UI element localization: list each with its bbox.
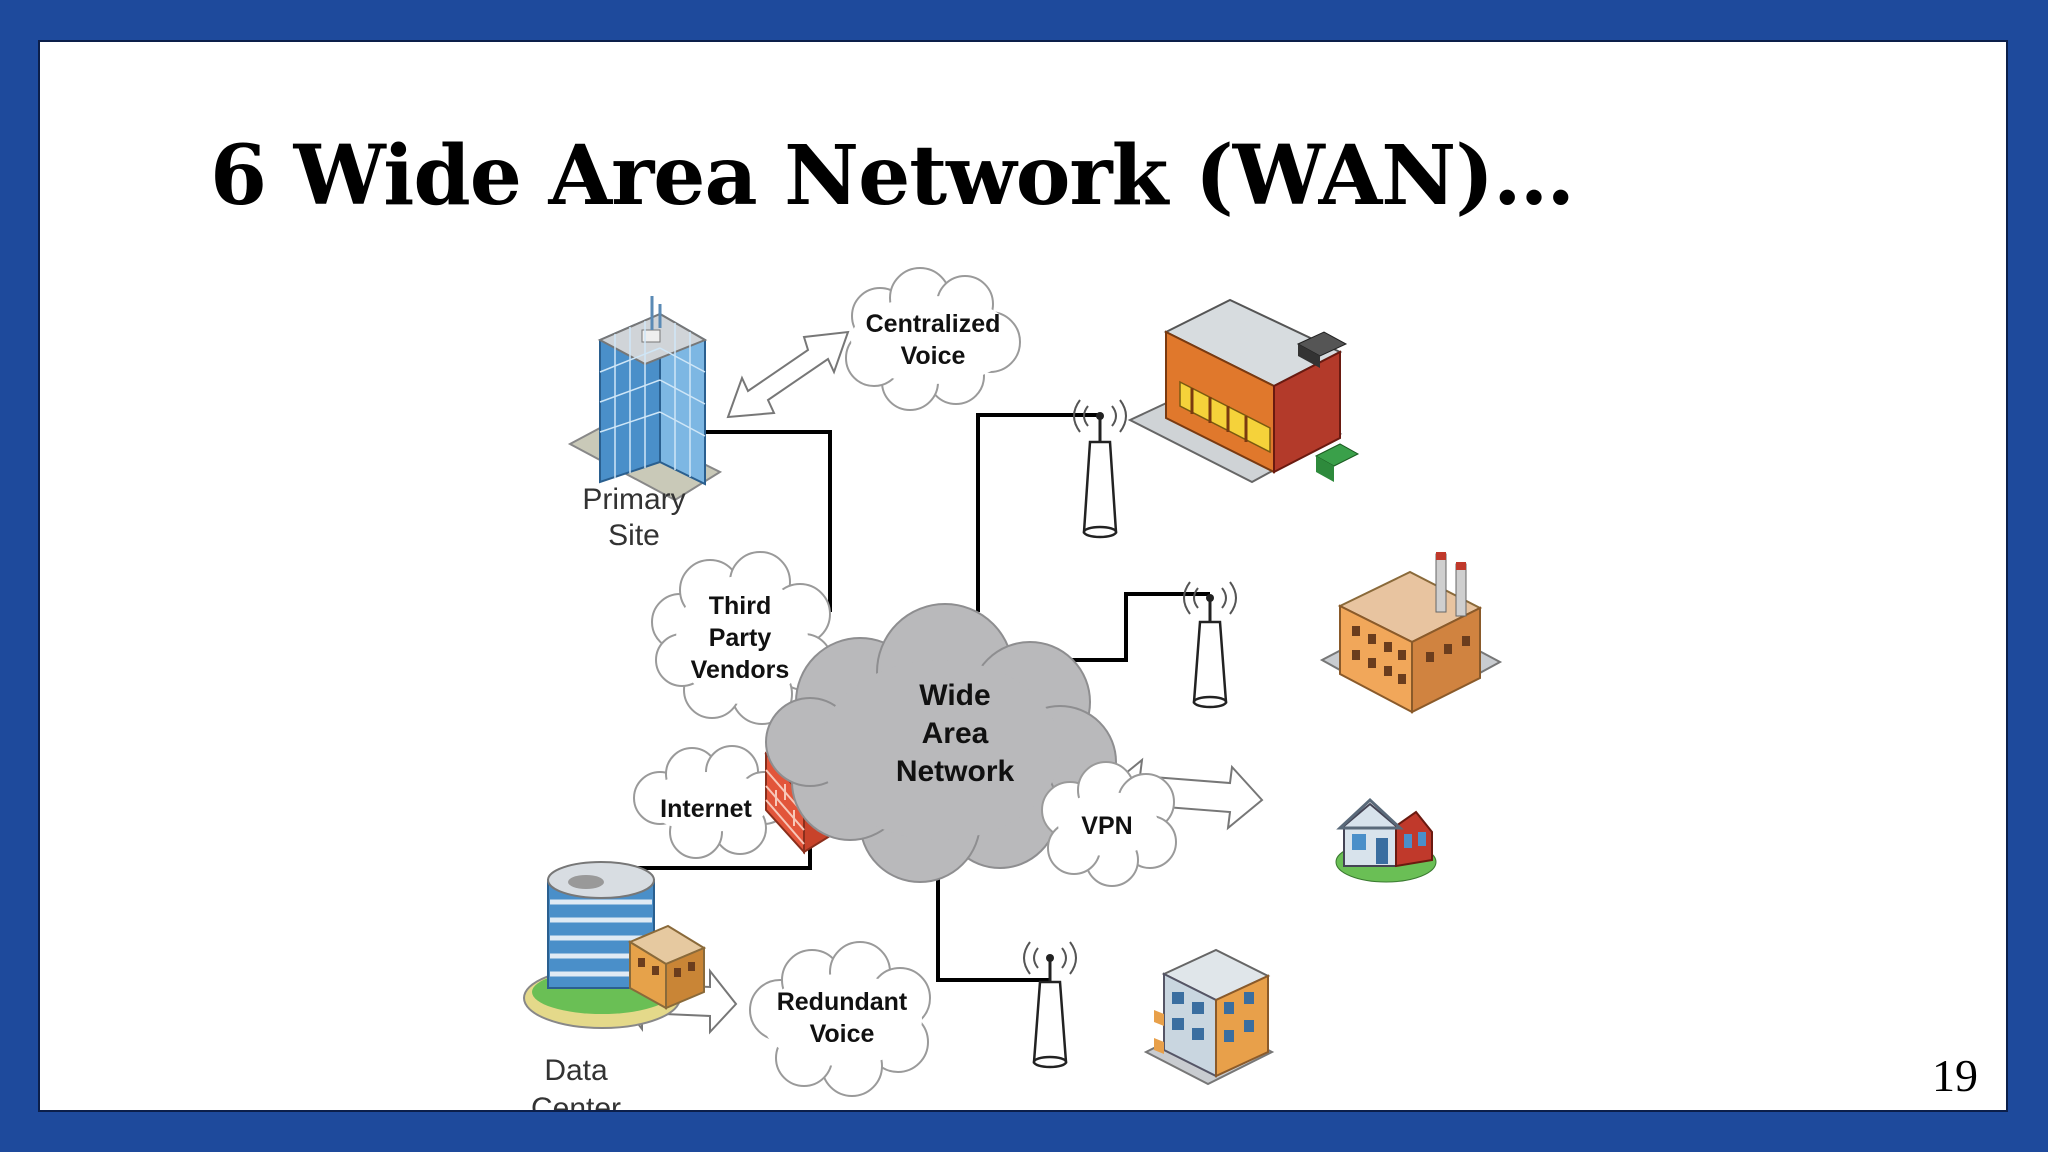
arrow-centralized-voice xyxy=(726,330,850,419)
slide: Primary Site Centralized Voice Third Par… xyxy=(38,40,2008,1112)
centralized-voice-label-line2: Voice xyxy=(901,342,966,370)
wan-label-line2: Area xyxy=(922,717,989,750)
third-party-label-line3: Vendors xyxy=(691,656,790,684)
data-center-label-line2: Center xyxy=(531,1092,621,1112)
link-primary-site xyxy=(688,430,832,612)
centralized-voice-label-line1: Centralized xyxy=(866,310,1001,338)
redundant-voice-label-line2: Voice xyxy=(810,1020,875,1048)
vpn-label: VPN xyxy=(1081,812,1132,840)
factory-building xyxy=(1319,552,1503,714)
slide-title: 6 Wide Area Network (WAN)… xyxy=(210,128,1575,224)
third-party-label-line1: Third xyxy=(709,592,772,620)
wan-label-line3: Network xyxy=(896,755,1015,788)
wireless-tower-icon xyxy=(1023,941,1077,1069)
wireless-tower-icon xyxy=(1073,399,1127,539)
wireless-tower-icon xyxy=(1183,581,1237,709)
wan-diagram: Primary Site Centralized Voice Third Par… xyxy=(523,267,1503,1112)
primary-site-label-line2: Site xyxy=(608,519,660,552)
data-center-label-line1: Data xyxy=(544,1054,608,1087)
primary-site-building xyxy=(567,296,723,502)
page-number: 19 xyxy=(1932,1050,1978,1101)
link-retail-store xyxy=(976,413,1100,612)
apartment-building xyxy=(1143,948,1275,1086)
redundant-voice-label-line1: Redundant xyxy=(777,988,908,1016)
data-center-building xyxy=(523,861,707,1029)
retail-store-building xyxy=(1127,298,1360,484)
third-party-label-line2: Party xyxy=(709,624,772,652)
primary-site-label-line1: Primary xyxy=(582,483,685,516)
wan-label-line1: Wide xyxy=(919,679,990,712)
internet-label: Internet xyxy=(660,795,752,823)
home-office-building xyxy=(1335,797,1437,883)
